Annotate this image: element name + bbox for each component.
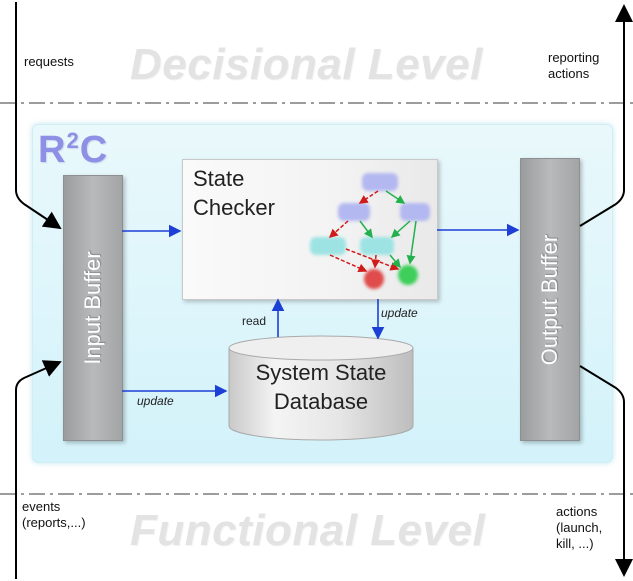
graph-node-red [364, 269, 384, 289]
state-graph-illustration [310, 173, 430, 289]
read-edge-label: read [242, 314, 267, 328]
database-label: System State Database [255, 360, 387, 414]
output-buffer: Output Buffer [520, 158, 580, 441]
reporting-actions-label: reporting actions [548, 50, 600, 81]
reporting-actions-arrow [579, 4, 633, 227]
graph-node-mid-right [400, 203, 430, 221]
graph-node-low-mid [360, 237, 394, 255]
functional-level-title: Functional Level [130, 506, 486, 555]
state-checker-label: State Checker [193, 166, 275, 220]
graph-edge-7 [329, 254, 368, 273]
events-label: events (reports,...) [22, 499, 86, 530]
graph-edge-6 [406, 220, 417, 265]
graph-edge-3 [328, 220, 349, 238]
graph-edge-4 [359, 220, 373, 239]
graph-node-top [362, 173, 398, 191]
actions-arrow [579, 365, 633, 577]
graph-edge-9 [345, 248, 400, 271]
events-arrow [15, 360, 62, 579]
graph-node-mid-left [338, 203, 370, 221]
database-body [228, 347, 414, 441]
database-top [228, 335, 414, 361]
actions-label: actions (launch, kill, ...) [556, 504, 603, 551]
graph-node-low-left [310, 237, 346, 255]
requests-arrow [15, 2, 62, 230]
update-checker-edge-label: update [381, 306, 418, 320]
graph-edge-2 [385, 190, 406, 204]
graph-node-green [398, 265, 418, 285]
graph-edge-1 [358, 190, 379, 204]
graph-edge-5 [390, 220, 411, 238]
graph-edge-10 [389, 254, 401, 269]
decisional-level-title: Decisional Level [130, 40, 483, 89]
input-buffer: Input Buffer [63, 175, 123, 441]
r2c-title: R2C [38, 128, 109, 171]
requests-label: requests [24, 54, 74, 69]
update-db-edge-label: update [137, 394, 174, 408]
system-state-database [228, 335, 414, 441]
